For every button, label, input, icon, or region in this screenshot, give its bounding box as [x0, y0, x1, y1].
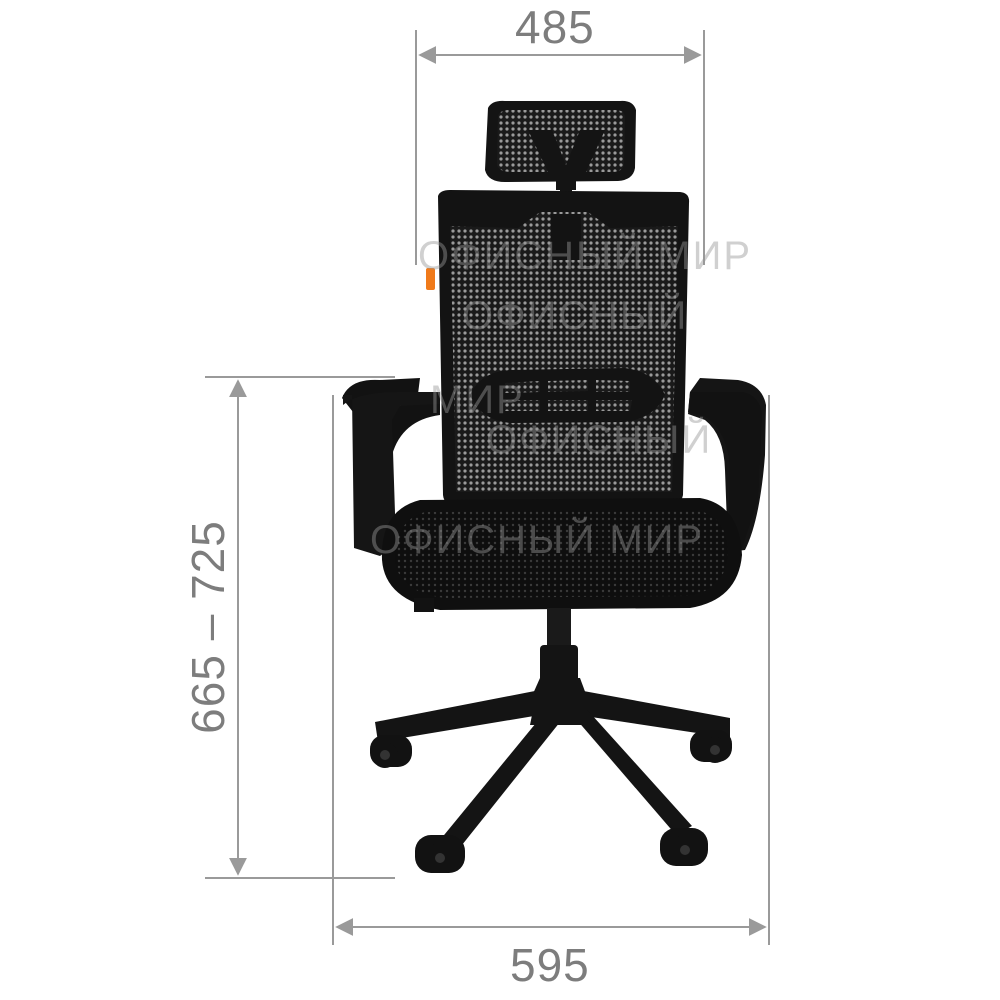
top-dimension-line	[415, 30, 705, 265]
watermark-brand-2: МИР	[657, 234, 753, 278]
office-chair-illustration	[342, 100, 766, 873]
watermark-text: МИР	[430, 380, 525, 420]
left-armrest	[342, 378, 440, 556]
gas-lift	[540, 608, 578, 685]
caster-front-right	[660, 828, 708, 866]
five-star-base	[375, 678, 730, 850]
watermark-text: ОФИСНЫЙ	[486, 420, 712, 460]
caster-front-left	[415, 835, 465, 873]
bottom-dimension-line	[332, 395, 770, 945]
orange-tag	[426, 268, 435, 290]
caster-left	[370, 735, 412, 768]
headrest	[485, 100, 636, 214]
casters	[370, 730, 732, 873]
height-range-label: 665 – 725	[182, 520, 234, 734]
watermark-brand-5: ОФИСНЫЙ	[486, 418, 713, 462]
watermark-text: ОФИСНЫЙ МИР	[418, 236, 752, 276]
caster-right	[690, 730, 732, 763]
base-width-label: 595	[510, 939, 590, 991]
headrest-width-label: 485	[515, 1, 595, 53]
watermark-brand-4: МИР	[430, 378, 525, 422]
seat	[381, 498, 742, 612]
watermark-brand-3: ОФИСНЫЙ	[462, 294, 689, 338]
watermark-text: ОФИСНЫЙ	[462, 296, 688, 336]
watermark-brand-6: ОФИСНЫЙ	[370, 518, 597, 562]
height-dimension-line	[205, 376, 395, 879]
watermark-brand-7: МИР	[609, 518, 705, 562]
right-armrest	[688, 378, 766, 552]
watermark-brand-1: ОФИСНЫЙ	[418, 234, 645, 278]
watermark-text: ОФИСНЫЙ МИР	[370, 520, 704, 560]
backrest	[426, 190, 690, 505]
